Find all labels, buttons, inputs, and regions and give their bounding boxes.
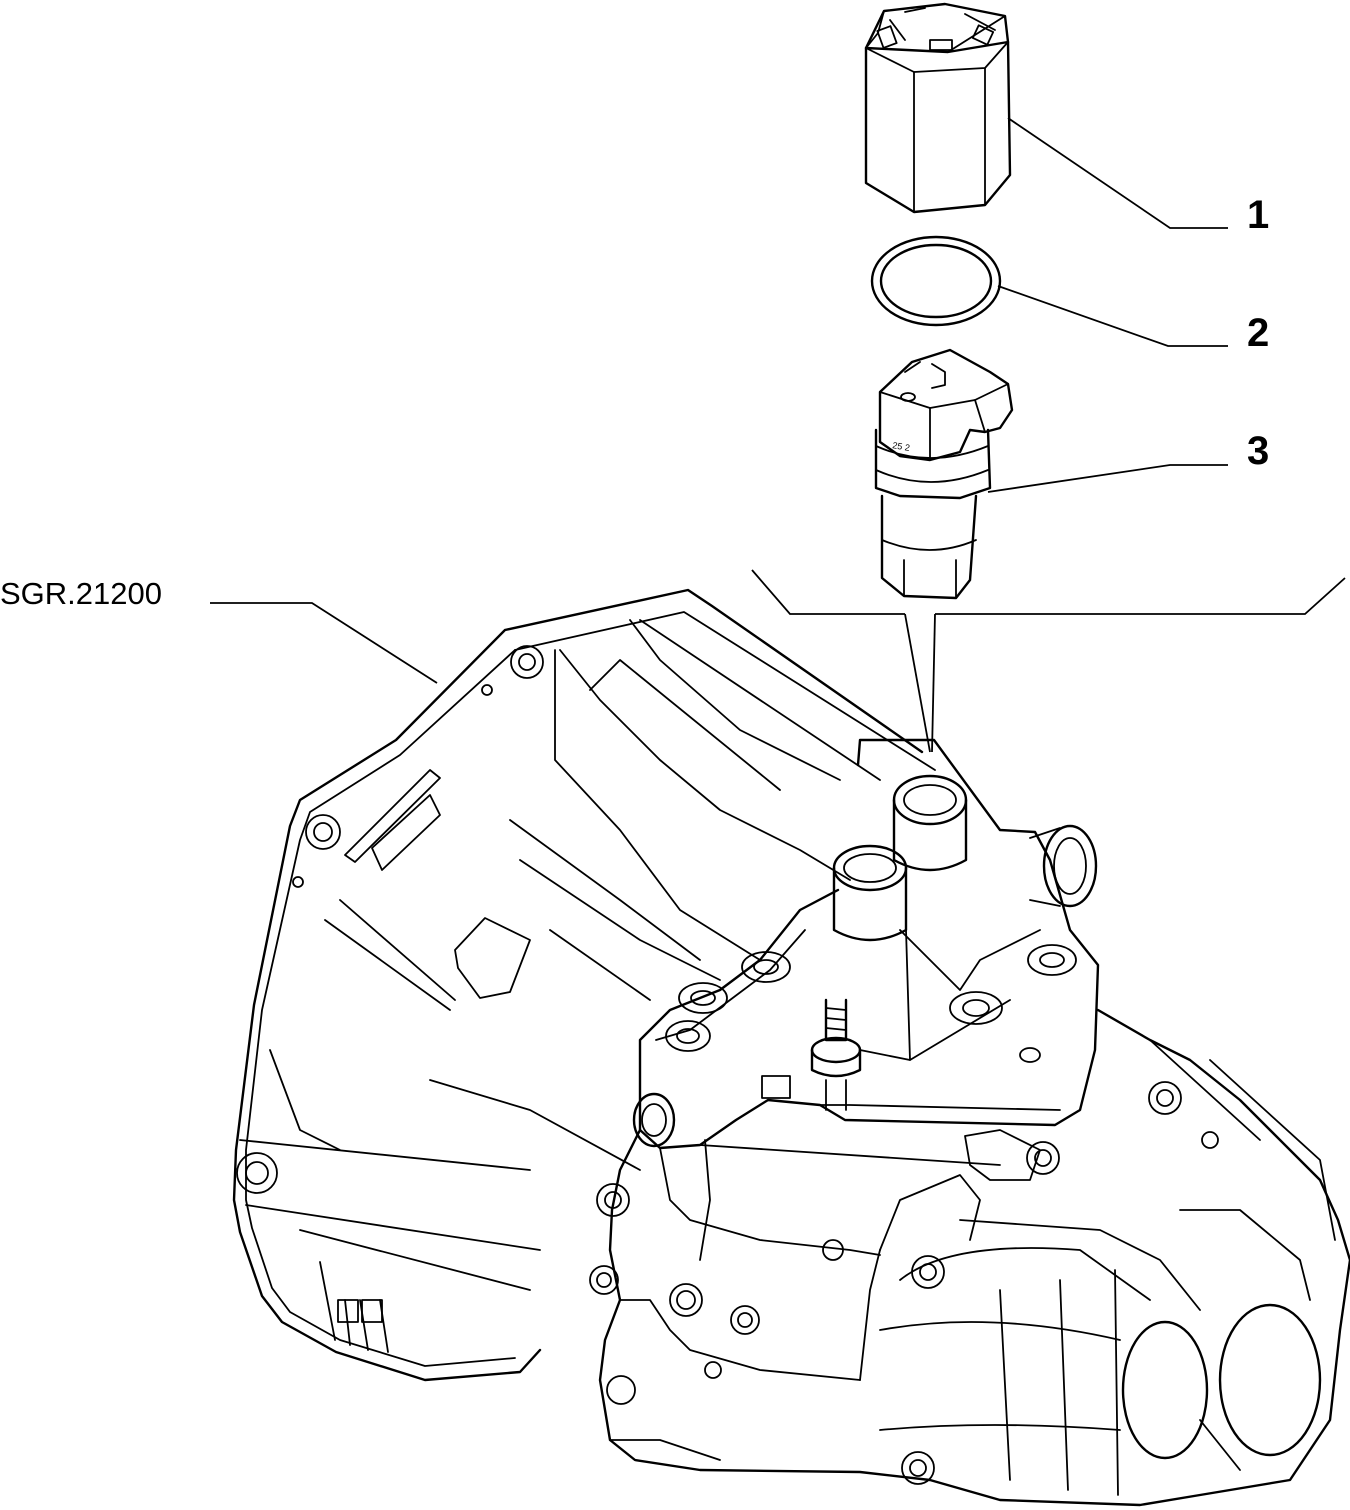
part-1-hex-plug xyxy=(864,2,1012,214)
callout-1: 1 xyxy=(1247,193,1269,237)
part-2-seal-ring xyxy=(870,235,1002,327)
callout-numbers: 1 2 3 xyxy=(1247,193,1269,473)
explode-bracket xyxy=(751,569,1346,753)
gearbox-housing xyxy=(232,588,1350,1507)
callout-3: 3 xyxy=(1247,429,1269,473)
callout-2: 2 xyxy=(1247,311,1269,355)
reference-label: SGR.21200 xyxy=(0,576,162,611)
callout-leaders xyxy=(210,117,1228,684)
svg-text:25 2: 25 2 xyxy=(892,440,911,453)
part-3-speed-sensor: 25 2 xyxy=(874,348,1014,600)
